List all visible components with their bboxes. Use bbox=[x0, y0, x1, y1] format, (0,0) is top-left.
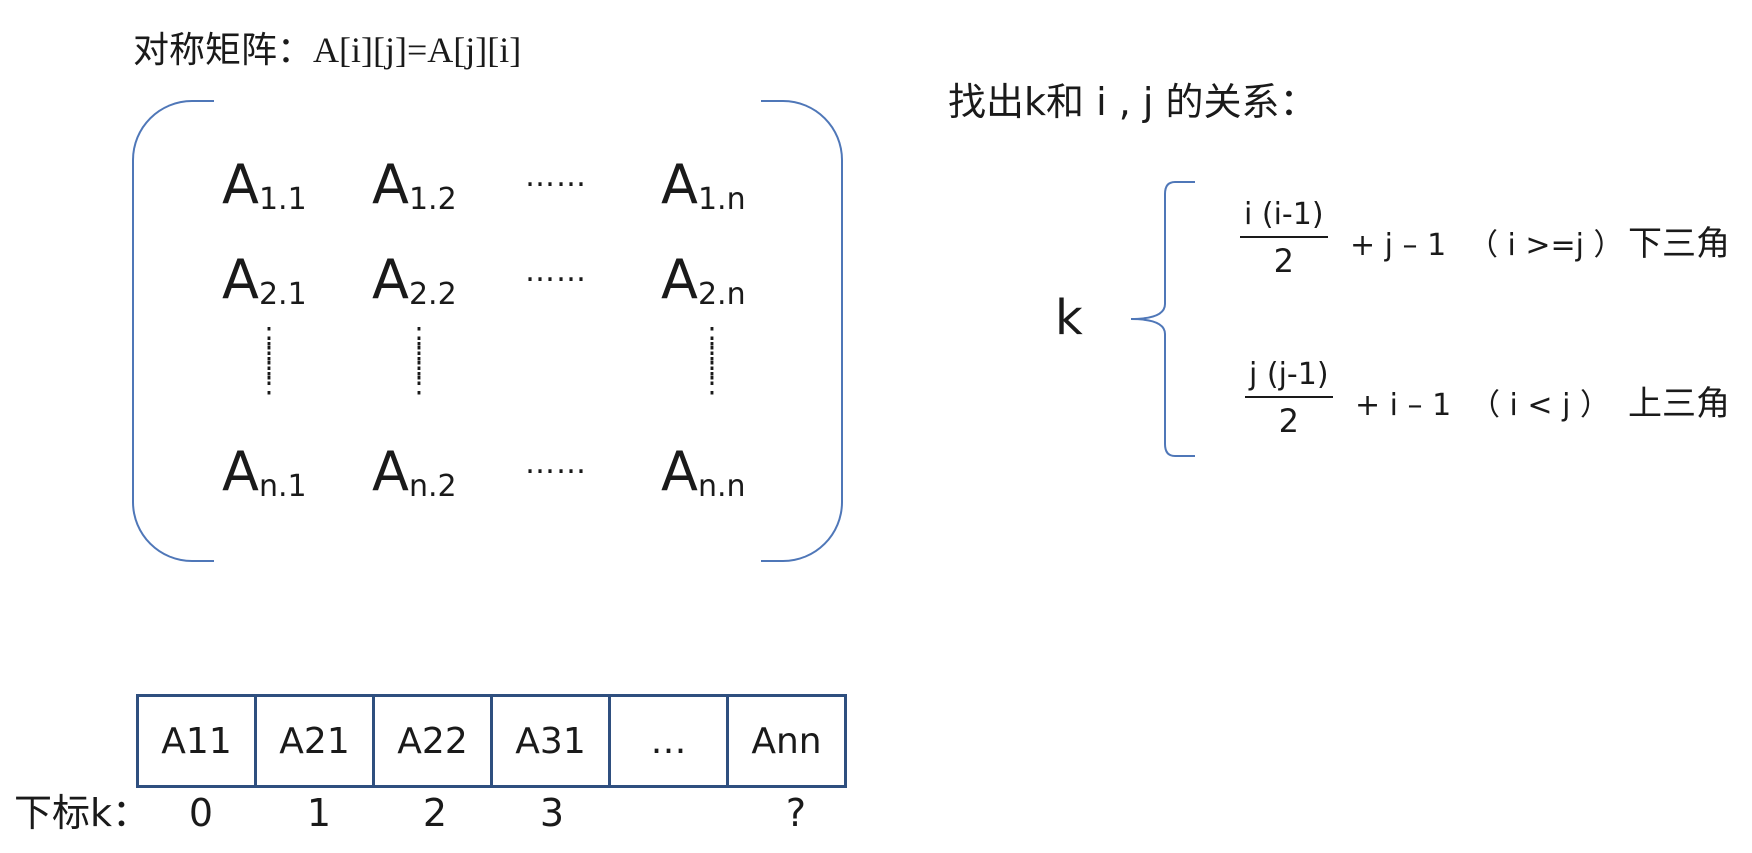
index-value: 3 bbox=[539, 791, 565, 835]
index-value: 2 bbox=[422, 791, 448, 835]
k-symbol: k bbox=[1055, 290, 1083, 346]
upper-label: 上三角 bbox=[1628, 384, 1730, 424]
upper-denominator: 2 bbox=[1278, 402, 1299, 440]
index-label: 下标k： bbox=[14, 791, 151, 835]
lower-fraction-bar bbox=[1240, 236, 1328, 238]
array-cell: A31 bbox=[490, 694, 611, 788]
matrix-cell-an2: An.2 bbox=[372, 440, 457, 505]
title-prefix: 对称矩阵： bbox=[133, 30, 314, 71]
curly-brace bbox=[1130, 181, 1195, 457]
array-table: A11 A21 A22 A31 … Ann bbox=[136, 694, 847, 788]
lower-denominator: 2 bbox=[1273, 242, 1294, 280]
matrix-hdots-row2: …… bbox=[525, 254, 587, 289]
matrix-vdots-col2: ⋮⋮⋮⋮ bbox=[405, 321, 433, 399]
matrix-hdots-rown: …… bbox=[525, 446, 587, 481]
index-value: 1 bbox=[306, 791, 332, 835]
array-cell: Ann bbox=[726, 694, 847, 788]
upper-numerator: j (j-1) bbox=[1249, 357, 1329, 392]
matrix-left-bracket bbox=[132, 100, 214, 562]
lower-tail: + j – 1 bbox=[1350, 228, 1447, 263]
index-value: 0 bbox=[188, 791, 214, 835]
matrix-cell-a22: A2.2 bbox=[372, 248, 457, 313]
matrix-cell-a12: A1.2 bbox=[372, 153, 457, 218]
title-formula: A[i][j]=A[j][i] bbox=[313, 30, 522, 70]
lower-label: 下三角 bbox=[1628, 224, 1730, 264]
array-row: A11 A21 A22 A31 … Ann bbox=[136, 694, 847, 788]
upper-fraction: j (j-1) 2 bbox=[1245, 356, 1333, 442]
lower-fraction: i (i-1) 2 bbox=[1240, 196, 1328, 282]
matrix-cell-a1n: A1.n bbox=[661, 153, 746, 218]
matrix-cell-a2n: A2.n bbox=[661, 248, 746, 313]
index-value: ? bbox=[785, 791, 807, 835]
matrix-cell-ann: An.n bbox=[661, 440, 746, 505]
matrix-cell-an1: An.1 bbox=[222, 440, 307, 505]
array-cell: A22 bbox=[372, 694, 493, 788]
lower-numerator: i (i-1) bbox=[1244, 197, 1324, 232]
page-title: 对称矩阵：A[i][j]=A[j][i] bbox=[133, 22, 521, 79]
matrix-cell-a21: A2.1 bbox=[222, 248, 307, 313]
lower-condition: （ i >=j ） bbox=[1468, 228, 1624, 263]
relation-heading: 找出k和 i , j 的关系： bbox=[948, 80, 1318, 124]
upper-fraction-bar bbox=[1245, 396, 1333, 398]
array-cell: A11 bbox=[136, 694, 257, 788]
matrix-hdots-row1: …… bbox=[525, 159, 587, 194]
array-cell: … bbox=[608, 694, 729, 788]
matrix-right-bracket bbox=[761, 100, 843, 562]
matrix-vdots-col1: ⋮⋮⋮⋮ bbox=[255, 321, 283, 399]
upper-tail: + i – 1 bbox=[1355, 388, 1452, 423]
matrix-cell-a11: A1.1 bbox=[222, 153, 307, 218]
matrix-vdots-coln: ⋮⋮⋮⋮ bbox=[698, 321, 726, 399]
array-cell: A21 bbox=[254, 694, 375, 788]
upper-condition: （ i < j ） bbox=[1470, 388, 1610, 423]
